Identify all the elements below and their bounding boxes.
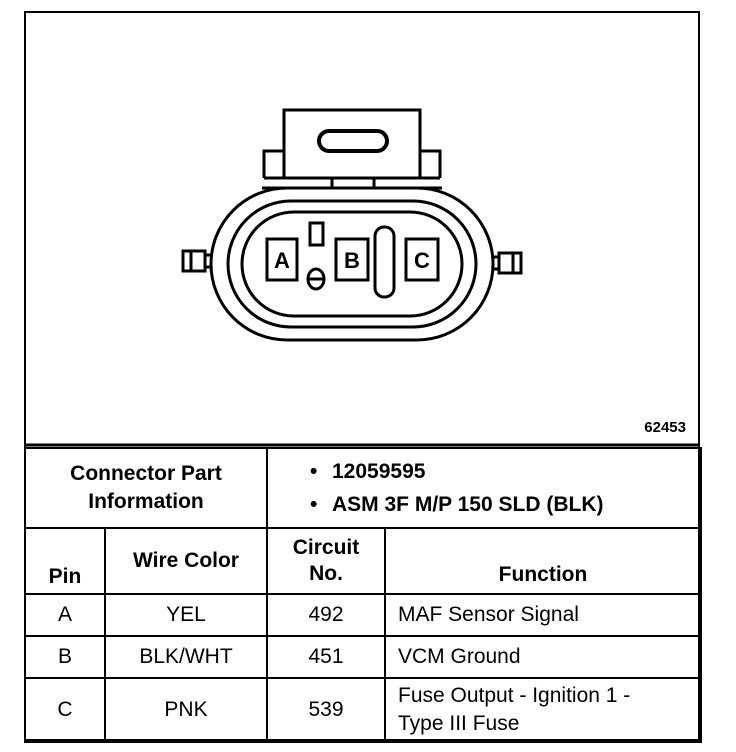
cell-function: VCM Ground — [383, 635, 703, 679]
cell-function: MAF Sensor Signal — [383, 593, 703, 637]
cell-wire-color: PNK — [104, 677, 268, 743]
connector-info-item: •12059595 — [310, 460, 426, 483]
connector-info-label-line2: Information — [88, 490, 204, 513]
pin-label-c: C — [414, 248, 430, 273]
connector-info-row: Connector Part Information •12059595 •AS… — [24, 447, 703, 529]
pin-cavity-c — [404, 237, 440, 282]
figure-id: 62453 — [644, 419, 686, 436]
connector-sheet: A B C 62453 Connector Part Information •… — [24, 11, 703, 743]
header-row: Pin Wire Color Circuit No. Function — [24, 527, 703, 595]
connector-table: Connector Part Information •12059595 •AS… — [24, 447, 703, 743]
header-circuit: Circuit No. — [266, 527, 386, 595]
key-top — [308, 221, 325, 247]
ear-right — [497, 251, 523, 275]
cell-pin: C — [24, 677, 106, 743]
connector-housing-outer — [209, 186, 495, 342]
table-row: C PNK 539 Fuse Output - Ignition 1 - Typ… — [24, 677, 703, 743]
cell-function-line1: Fuse Output - Ignition 1 - — [398, 684, 631, 707]
ear-left — [181, 249, 207, 273]
connector-housing-inner — [226, 199, 478, 329]
header-wire-color: Wire Color — [104, 527, 268, 595]
connector-info-item: •ASM 3F M/P 150 SLD (BLK) — [310, 493, 604, 516]
header-pin: Pin — [24, 527, 106, 595]
cell-function-line2: Type III Fuse — [398, 712, 520, 735]
latch-side-right — [420, 149, 442, 178]
polarizer-rib — [373, 225, 396, 299]
header-circuit-line1: Circuit — [292, 536, 360, 559]
cell-circuit: 451 — [266, 635, 386, 679]
cell-wire-color: YEL — [104, 593, 268, 637]
pin-cavity-a — [265, 237, 299, 282]
pin-label-a: A — [274, 248, 290, 273]
latch-slot — [317, 129, 389, 153]
connector-face — [240, 210, 464, 318]
pin-cavity-b — [334, 237, 370, 282]
cell-circuit: 539 — [266, 677, 386, 743]
connector-info-list: •12059595 •ASM 3F M/P 150 SLD (BLK) — [265, 447, 703, 529]
table-row: A YEL 492 MAF Sensor Signal — [24, 593, 703, 637]
cell-pin: A — [24, 593, 106, 637]
connector-info-label-line1: Connector Part — [70, 462, 222, 485]
cell-wire-color: BLK/WHT — [104, 635, 268, 679]
cell-function: Fuse Output - Ignition 1 - Type III Fuse — [383, 677, 703, 743]
header-circuit-line2: No. — [309, 562, 343, 585]
latch-side-left — [262, 149, 284, 178]
cell-pin: B — [24, 635, 106, 679]
connector-diagram: A B C — [26, 108, 698, 447]
table-row: B BLK/WHT 451 VCM Ground — [24, 635, 703, 679]
cell-circuit: 492 — [266, 593, 386, 637]
connector-info-label: Connector Part Information — [24, 447, 268, 529]
header-function: Function — [383, 527, 703, 595]
pin-label-b: B — [344, 248, 360, 273]
latch-tab — [282, 108, 422, 178]
